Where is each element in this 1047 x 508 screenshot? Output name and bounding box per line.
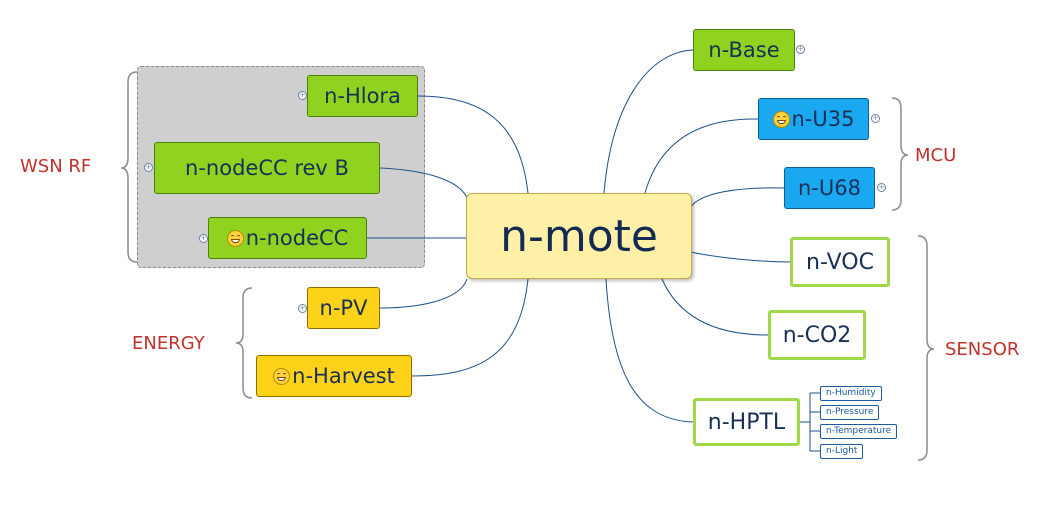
mcu-brace (891, 97, 909, 211)
node-label: n-Hlora (324, 84, 401, 108)
node-label: n-U68 (798, 176, 861, 200)
node-n-u68[interactable]: n-U68 (784, 167, 875, 209)
energy-brace (235, 287, 253, 399)
connector-hptl (605, 278, 694, 423)
node-label: n-PV (319, 296, 368, 320)
subtopic-n-light[interactable]: n-Light (820, 444, 864, 459)
node-n-co2[interactable]: n-CO2 (768, 310, 866, 360)
connector-base (603, 49, 694, 194)
node-n-nodecc[interactable]: n-nodeCC (208, 217, 367, 259)
sensor-brace (917, 235, 935, 461)
node-n-harvest[interactable]: n-Harvest (256, 355, 412, 397)
node-label: n-HPTL (707, 409, 786, 435)
node-n-u35[interactable]: n-U35 (758, 98, 869, 140)
node-n-hlora[interactable]: n-Hlora (307, 75, 418, 117)
connector-pv (379, 278, 468, 309)
subtopic-n-temperature[interactable]: n-Temperature (820, 424, 898, 439)
node-label: n-VOC (806, 249, 874, 275)
expand-plus-icon[interactable]: + (877, 183, 886, 192)
connector-co2 (661, 278, 769, 336)
expand-plus-icon[interactable]: + (144, 163, 153, 172)
node-n-nodecc-rev-b[interactable]: n-nodeCC rev B (154, 142, 380, 194)
connector-harvest (411, 278, 529, 377)
connector-nodecc-rev-b (379, 167, 469, 201)
connector-u68 (689, 187, 785, 209)
expand-plus-icon[interactable]: + (298, 304, 307, 313)
smiley-emoji-icon (273, 367, 291, 385)
central-topic-label: n-mote (500, 210, 658, 262)
connector-hlora (417, 95, 529, 194)
expand-plus-icon[interactable]: + (796, 45, 805, 54)
expand-plus-icon[interactable]: + (871, 114, 880, 123)
subtopic-n-pressure[interactable]: n-Pressure (820, 405, 880, 420)
node-n-hptl[interactable]: n-HPTL (693, 398, 800, 446)
group-label-wsn-rf: WSN RF (20, 156, 92, 177)
node-label: n-nodeCC rev B (185, 156, 349, 180)
group-label-sensor: SENSOR (945, 339, 1020, 360)
group-label-mcu: MCU (915, 145, 957, 166)
group-label-energy: ENERGY (132, 333, 205, 354)
smiley-emoji-icon (226, 229, 244, 247)
subtopic-n-humidity[interactable]: n-Humidity (820, 386, 882, 401)
node-label: n-Base (708, 38, 780, 62)
node-label: n-Harvest (292, 364, 395, 388)
hptl-child-connectors (800, 392, 820, 452)
connector-voc (689, 251, 791, 263)
node-n-base[interactable]: n-Base (693, 29, 795, 71)
wsn-rf-brace (120, 71, 138, 263)
expand-plus-icon[interactable]: + (199, 234, 208, 243)
node-label: n-CO2 (782, 322, 852, 348)
central-topic-n-mote[interactable]: n-mote (466, 193, 692, 279)
node-label: n-nodeCC (245, 226, 349, 250)
node-n-voc[interactable]: n-VOC (790, 237, 890, 287)
expand-plus-icon[interactable]: + (298, 91, 307, 100)
node-n-pv[interactable]: n-PV (307, 287, 380, 329)
connector-u35 (644, 118, 759, 194)
smiley-emoji-icon (772, 110, 790, 128)
node-label: n-U35 (791, 107, 855, 131)
